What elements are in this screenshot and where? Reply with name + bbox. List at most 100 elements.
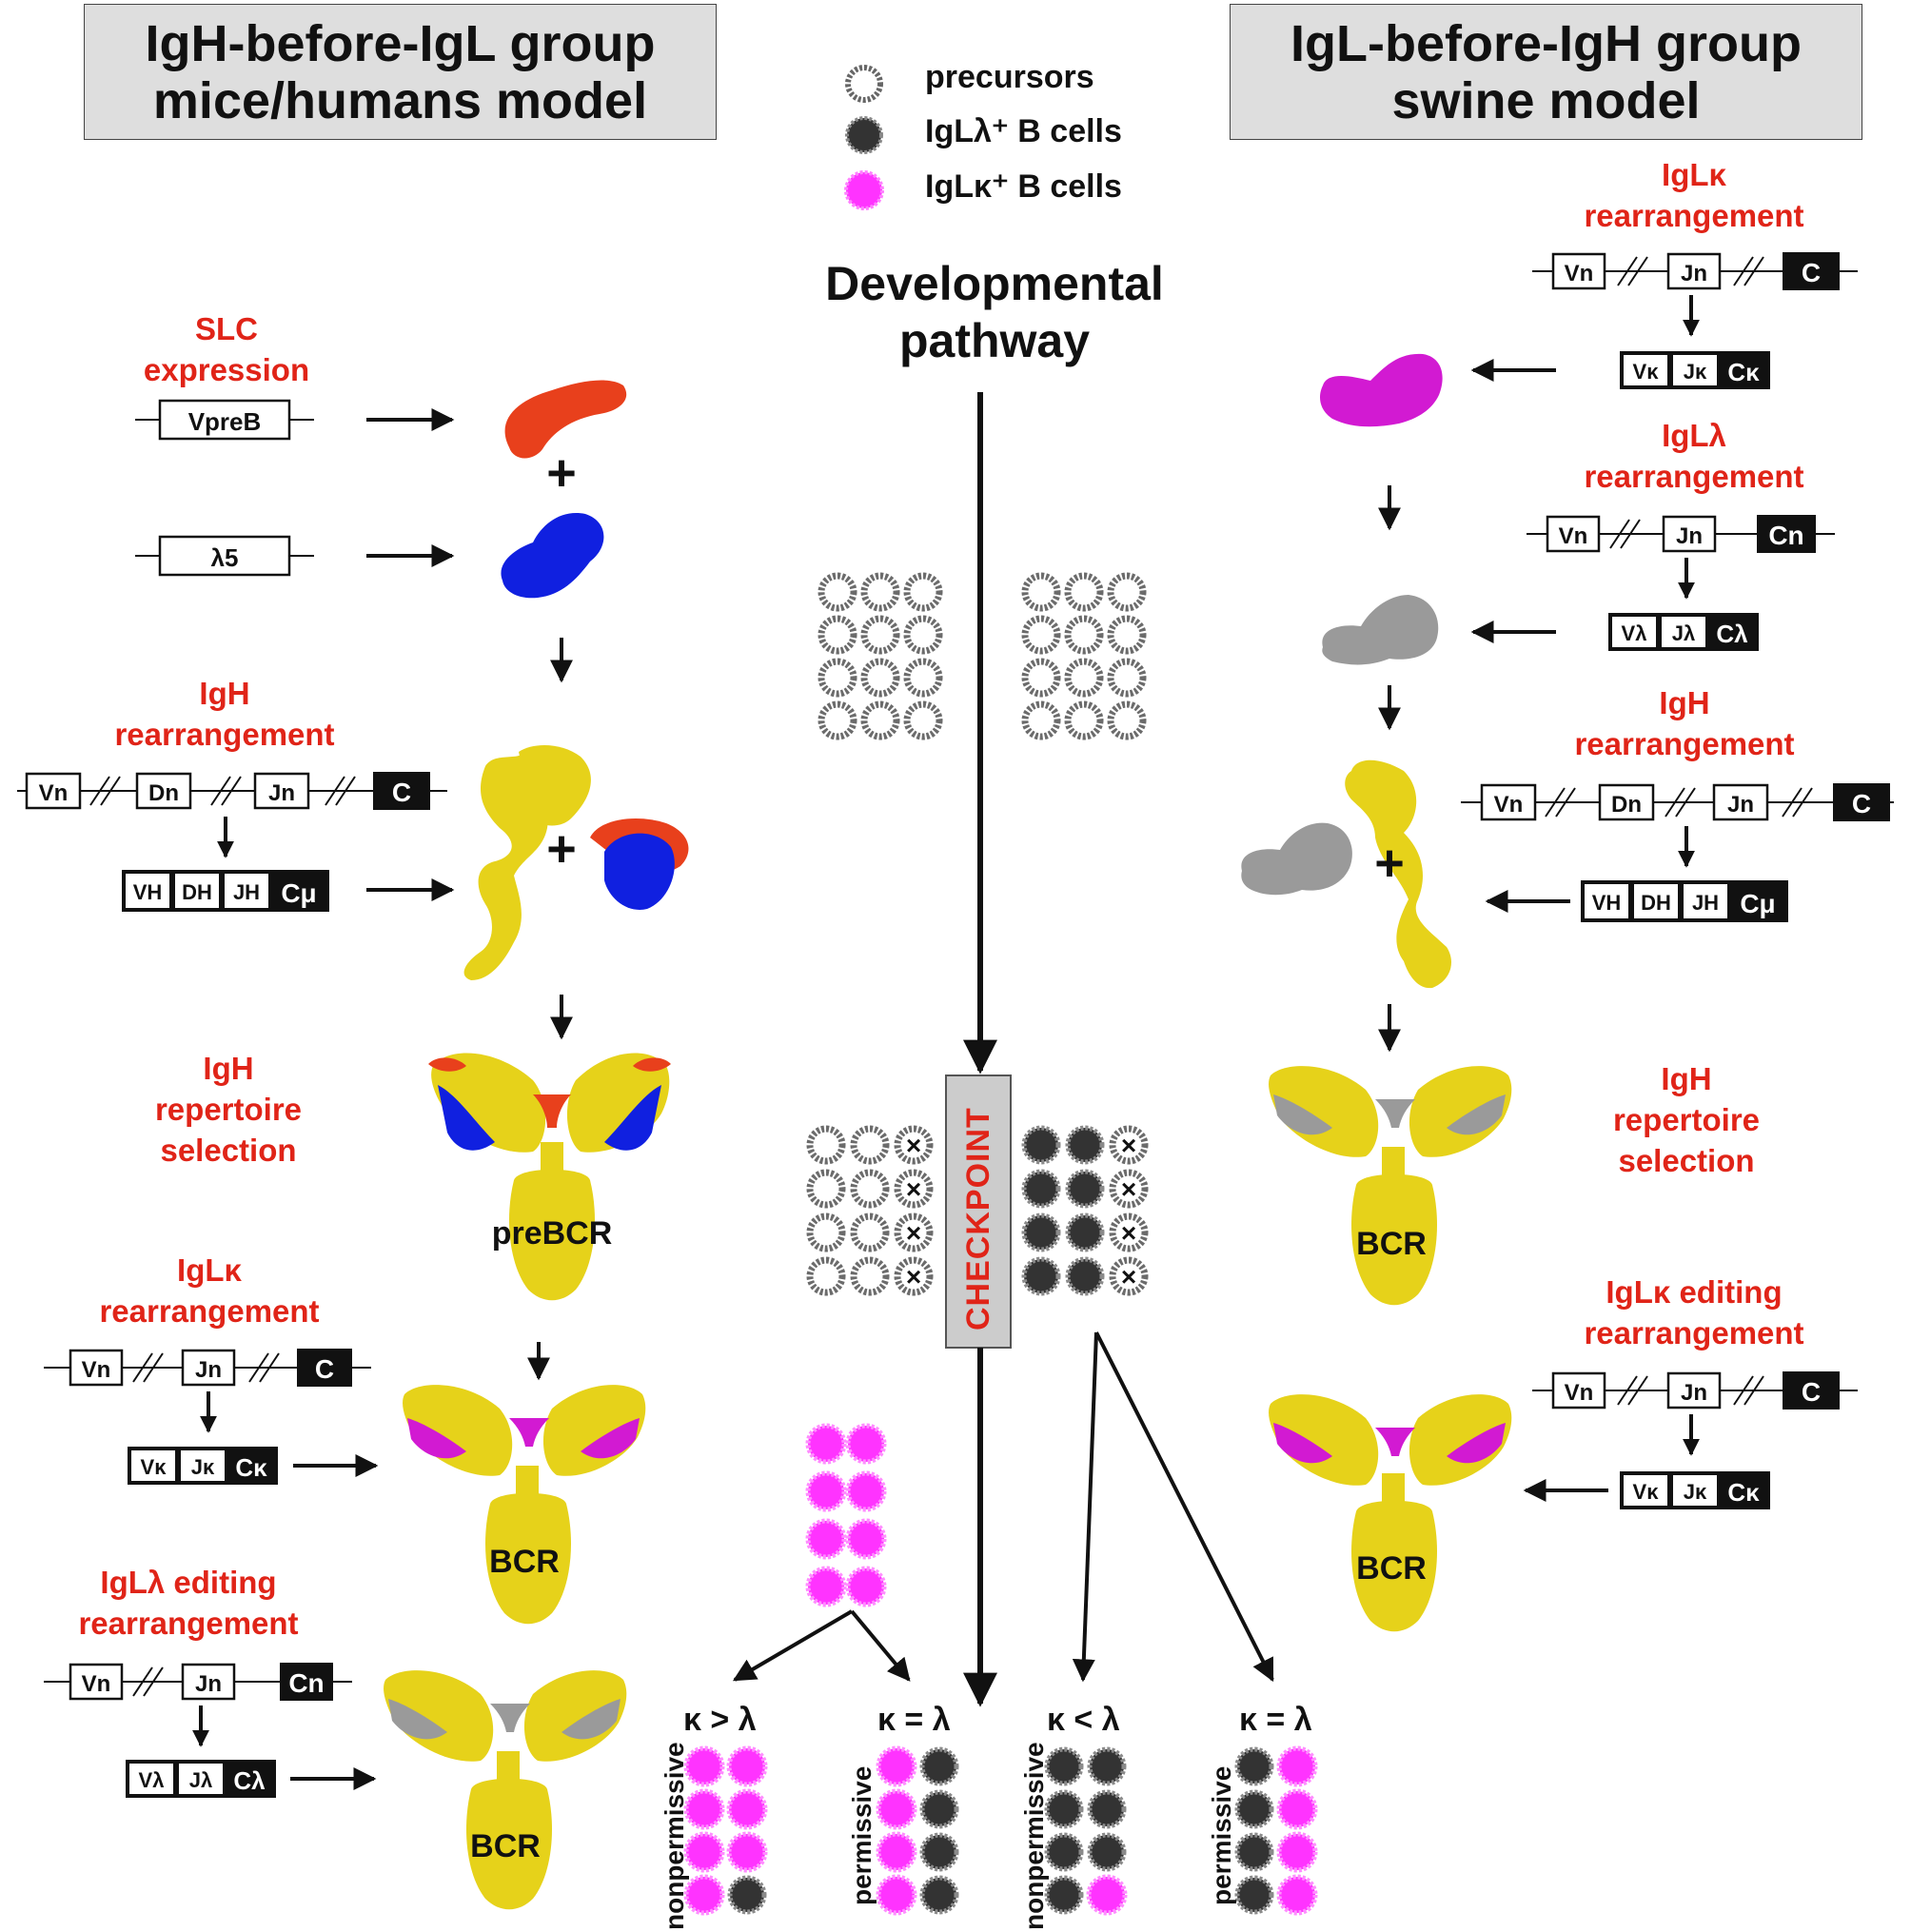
svg-text:Jn: Jn [195,1671,222,1697]
arrow-to-kappa-gt-lambda [732,1609,854,1682]
slc-expression-label: SLC expression [143,311,310,387]
igl-germline-right: Vn Jn Cn [1527,515,1835,553]
svg-text:DH: DH [182,880,212,904]
precursor-cell [806,1212,846,1252]
igl-rearranged-left: Vλ Jλ Cλ [126,1760,276,1798]
arrow-to-kappa-eq-lambda-left [850,1609,911,1682]
kappa-protein-right [1320,353,1443,427]
svg-text:Jn: Jn [268,780,295,806]
right-header-line1: IgL-before-IgH group [1290,14,1802,72]
lambda5-protein [501,513,604,599]
slc-complex [590,818,689,910]
bcr-lambda-left [384,1670,627,1910]
igl-rearranged-right: Vλ Jλ Cλ [1608,613,1759,651]
kappa-cell [1276,1788,1318,1830]
legend-lambda-swatch [845,116,883,154]
svg-text:Vn: Vn [1565,261,1594,286]
kappa-cell [876,1745,917,1787]
kappa-cell [1276,1831,1318,1873]
precursor-cell [850,1212,890,1252]
kappa-cell [726,1831,768,1873]
lambda-cell [1044,1789,1084,1829]
ratio-4: κ = λ [1239,1702,1312,1738]
kappa-cell [683,1831,725,1873]
outcome-grid-4 [1234,1745,1318,1916]
svg-text:DH: DH [1641,891,1671,915]
kappa-cell [1276,1745,1318,1787]
precursor-cell [1021,658,1061,698]
igh-germline-right: Vn Dn Jn C [1461,783,1894,821]
kappa-cell [876,1831,917,1873]
kappa-cell [805,1470,847,1512]
checkpoint-box [945,1074,1012,1349]
bcr-label-right-1: BCR [1356,1226,1427,1262]
kappa-cell [683,1745,725,1787]
precursor-cell [1107,615,1147,655]
lambda-cell [1234,1875,1274,1915]
precursor-cell [903,700,943,740]
kappa-cell [845,1518,887,1560]
svg-text:Jκ: Jκ [1684,360,1707,384]
igk-rearranged-right: Vκ Jκ Cκ [1620,351,1770,389]
kappa-cell [683,1788,725,1830]
svg-text:JH: JH [1692,891,1719,915]
svg-text:C: C [392,778,411,807]
svg-text:C: C [315,1354,334,1384]
lambda-cell [1234,1832,1274,1872]
svg-text:Dn: Dn [148,780,179,806]
kappa-cell-grid [805,1423,887,1607]
svg-text:Vκ: Vκ [1633,360,1660,384]
igh-selection-label-right: IgH repertoire selection [1612,1061,1761,1178]
igh-germline-left: Vn Dn Jn C [17,772,447,810]
svg-text:VH: VH [1592,891,1622,915]
svg-text:Vκ: Vκ [1633,1480,1660,1504]
ratio-1: κ > λ [683,1702,757,1738]
igh-rearrangement-label-left: IgH rearrangement [114,676,335,752]
igl-editing-label-left: IgLλ editing rearrangement [78,1565,299,1641]
precursor-cell [818,572,857,612]
eliminated-cell [1109,1212,1149,1252]
legend [844,65,884,210]
precursor-cell [903,615,943,655]
precursor-cell [1107,572,1147,612]
svg-text:C: C [1802,1377,1821,1407]
outcome-grid-3 [1044,1746,1128,1916]
igh-rearranged-right: VH DH JH Cμ [1581,880,1788,922]
svg-text:Jn: Jn [1676,523,1703,549]
checkpoint-grid-right: ×××× [1021,1125,1149,1296]
lambda-cell [1021,1256,1061,1296]
right-group-header: IgL-before-IgH group swine model [1230,4,1862,140]
precursor-cell [818,615,857,655]
eliminated-cell [894,1256,934,1296]
eliminated-mark: × [1121,1131,1136,1160]
kappa-cell [726,1788,768,1830]
igk-editing-rearranged-right: Vκ Jκ Cκ [1620,1471,1770,1509]
svg-text:Vn: Vn [1565,1380,1594,1406]
legend-lambda-cells: IgLλ⁺ B cells [925,113,1122,149]
heavy-chain-protein-left-top [519,745,591,826]
svg-text:Jn: Jn [1727,792,1754,818]
lambda-protein-right [1322,595,1439,665]
svg-text:Cλ: Cλ [1716,620,1748,648]
plus-sign: + [1374,835,1405,892]
vpreb-protein [504,380,627,459]
precursor-cell [860,615,900,655]
svg-text:Vn: Vn [82,1671,111,1697]
precursor-cell [806,1125,846,1165]
svg-text:Cn: Cn [288,1668,324,1698]
precursor-cell [1064,700,1104,740]
kappa-cell [1276,1874,1318,1916]
ratio-3: κ < λ [1047,1702,1120,1738]
legend-precursor-swatch [845,65,883,103]
heavy-chain-protein-left [463,752,548,980]
precursor-cell [903,658,943,698]
igk-germline-left: Vn Jn C [44,1349,371,1387]
precursor-cell [818,658,857,698]
lambda-cell [1021,1212,1061,1252]
svg-text:Cκ: Cκ [235,1453,267,1482]
eliminated-cell [1109,1125,1149,1165]
svg-text:Vn: Vn [1559,523,1588,549]
svg-text:Jκ: Jκ [191,1455,215,1479]
eliminated-mark: × [906,1218,921,1248]
svg-text:Vκ: Vκ [141,1455,167,1479]
